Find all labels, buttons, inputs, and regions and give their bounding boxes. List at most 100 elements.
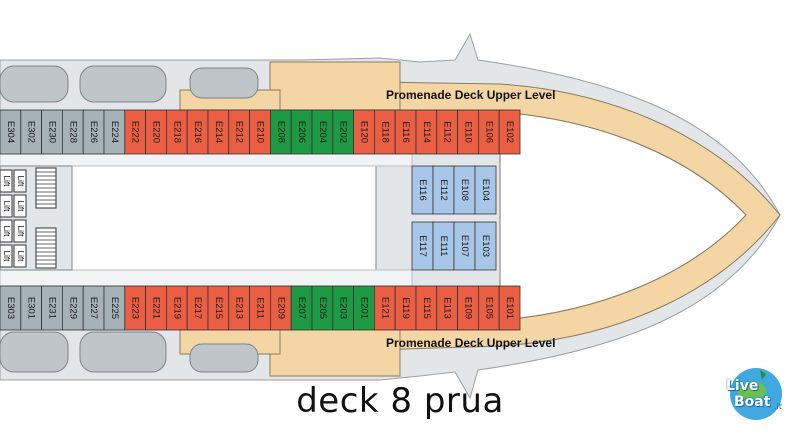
cabin-e102: E102 [498, 109, 521, 155]
deck-caption: deck 8 prua [0, 381, 800, 421]
cabin-e230: E230 [41, 109, 63, 155]
cabin-e221: E221 [145, 285, 167, 331]
cabin-e208: E208 [269, 109, 292, 155]
lift-box [13, 244, 27, 268]
cabin-number: E205 [317, 297, 328, 319]
lift-label: Lift [16, 226, 25, 237]
lifeboat [189, 67, 259, 99]
cabin-e217: E217 [186, 285, 209, 331]
liveboat-logo: Live Boat .it [716, 360, 796, 424]
cabin-number: E112 [438, 179, 449, 200]
cabin-e231: E231 [41, 285, 63, 331]
lifeboat [0, 65, 69, 103]
cabin-number: E102 [504, 121, 515, 143]
cabin-e304: E304 [0, 109, 22, 155]
cabin-e108: E108 [453, 165, 476, 215]
cabin-e119: E119 [394, 285, 417, 331]
cabin-number: E303 [5, 297, 16, 319]
lift-box [13, 219, 27, 243]
cabin-number: E225 [109, 297, 120, 319]
cabin-e210: E210 [249, 109, 271, 155]
cabin-e114: E114 [415, 109, 438, 155]
cabin-e201: E201 [353, 285, 375, 331]
cabin-number: E227 [88, 297, 99, 319]
cabin-number: E212 [234, 121, 245, 143]
lifeboats-bottom [0, 331, 259, 373]
cabin-e212: E212 [228, 109, 251, 155]
fwd-wood-top [269, 61, 401, 111]
logo-line2: Boat [734, 394, 771, 410]
cabin-e112: E112 [432, 165, 455, 215]
lift-label: Lift [16, 251, 25, 262]
lifeboat [0, 331, 69, 373]
cabin-number: E216 [192, 121, 203, 143]
cabin-e115: E115 [415, 285, 438, 331]
cabin-number: E213 [234, 297, 245, 319]
lift-label: Lift [2, 251, 11, 262]
cabin-e301: E301 [20, 285, 42, 331]
cabin-number: E217 [192, 297, 203, 319]
lift-box [13, 169, 27, 193]
cabin-e225: E225 [103, 285, 126, 331]
cabin-e228: E228 [62, 109, 84, 155]
cabin-e106: E106 [477, 109, 500, 155]
lifeboats-top [0, 65, 259, 103]
cabin-e220: E220 [145, 109, 167, 155]
cabin-number: E222 [130, 121, 141, 143]
cabin-number: E105 [483, 297, 494, 319]
cabin-e110: E110 [457, 109, 479, 155]
cabin-number: E211 [254, 297, 265, 318]
cabin-number: E202 [338, 121, 349, 143]
globe-icon [730, 368, 782, 420]
cabin-number: E119 [400, 297, 411, 318]
cabin-e117: E117 [411, 221, 434, 271]
lifeboat [79, 65, 167, 103]
cabin-row-forward-upper: E116 E112 E108 E104 [411, 165, 497, 215]
lift-box [0, 194, 13, 218]
cabin-number: E106 [483, 121, 494, 143]
cabin-number: E113 [442, 297, 453, 318]
cabin-e213: E213 [228, 285, 251, 331]
cabin-e118: E118 [373, 109, 396, 155]
cabin-e211: E211 [249, 285, 271, 331]
cabin-number: E112 [442, 121, 453, 142]
cabin-number: E121 [379, 297, 390, 319]
stair-lines [36, 171, 56, 265]
cabin-number: E302 [26, 121, 37, 143]
promenade-label-top: Promenade Deck Upper Level [386, 88, 555, 102]
cabin-number: E210 [254, 121, 265, 143]
cabin-box [474, 221, 497, 271]
cabin-e205: E205 [311, 285, 334, 331]
cabin-number: E218 [171, 121, 182, 143]
cabin-number: E219 [171, 297, 182, 319]
cabin-number: E116 [400, 121, 411, 142]
logo-line1: Live [726, 378, 759, 394]
cabin-number: E103 [480, 235, 491, 257]
lift-box [0, 219, 13, 243]
cabin-number: E111 [438, 236, 449, 257]
lift-label: Lift [16, 176, 25, 187]
cabin-number: E215 [213, 297, 224, 319]
cabin-e111: E111 [432, 221, 455, 271]
cabin-e116: E116 [411, 165, 434, 215]
cabin-number: E201 [358, 297, 369, 319]
cabin-number: E207 [296, 297, 307, 319]
deck-caption-text: deck 8 prua [296, 381, 504, 421]
cabin-number: E229 [67, 297, 78, 319]
cabin-number: E109 [462, 297, 473, 319]
cabin-number: E304 [5, 121, 16, 143]
cabin-e223: E223 [124, 285, 147, 331]
cabin-number: E231 [46, 297, 57, 319]
cabin-e207: E207 [290, 285, 313, 331]
cabin-e219: E219 [165, 285, 188, 331]
lift-box [0, 244, 13, 268]
cabin-number: E221 [150, 297, 161, 319]
cabin-e202: E202 [332, 109, 354, 155]
cabin-e227: E227 [82, 285, 105, 331]
cabin-number: E214 [213, 121, 224, 143]
cabin-number: E104 [480, 179, 491, 201]
